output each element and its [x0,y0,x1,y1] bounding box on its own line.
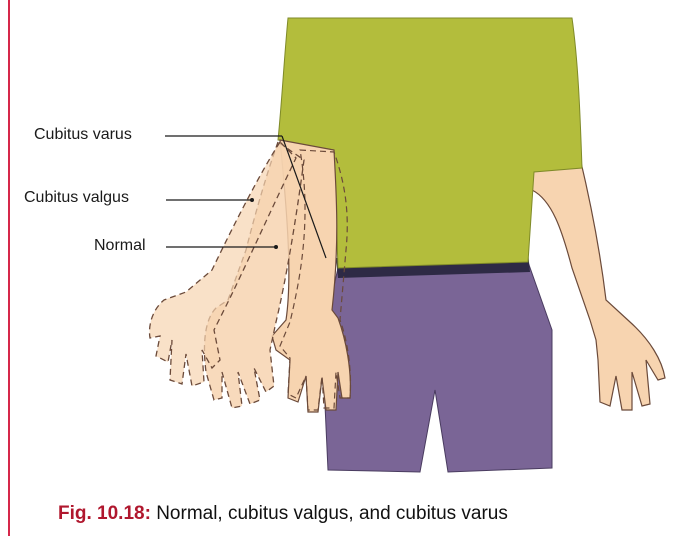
valgus-leader-dot [250,198,254,202]
label-cubitus-varus: Cubitus varus [34,126,132,144]
pants [322,262,552,472]
figure-caption: Fig. 10.18: Normal, cubitus valgus, and … [58,503,508,525]
label-cubitus-valgus: Cubitus valgus [24,189,129,207]
label-normal: Normal [94,237,146,255]
normal-leader-dot [274,245,278,249]
figure-caption-text: Normal, cubitus valgus, and cubitus varu… [156,503,508,524]
figure-number: Fig. 10.18: [58,503,151,524]
